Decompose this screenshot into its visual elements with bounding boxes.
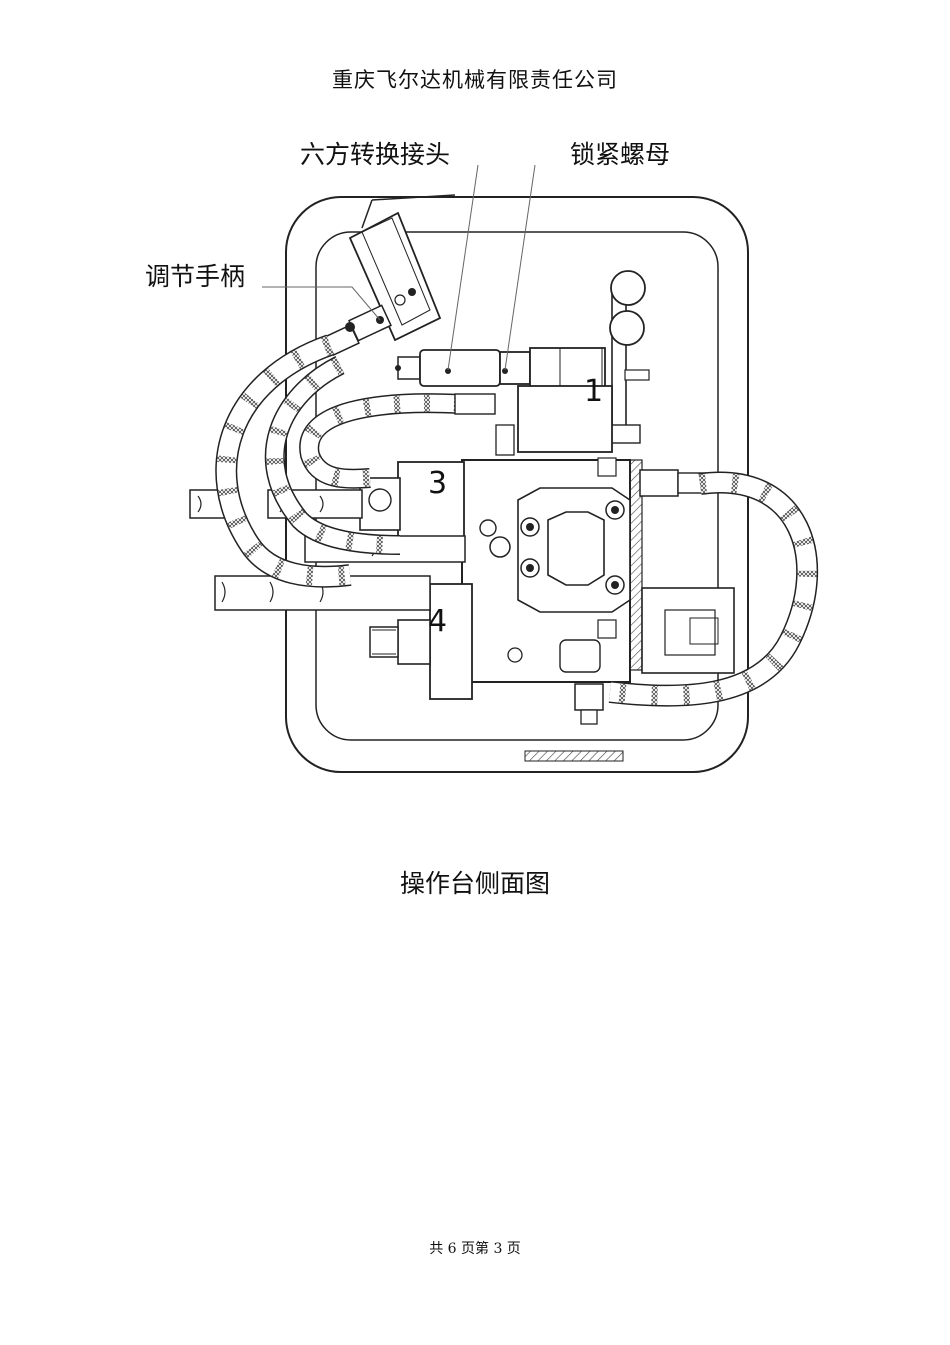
base-hatch	[524, 750, 624, 762]
part-number-4: 4	[428, 604, 448, 639]
drawing-svg	[189, 164, 819, 773]
company-header: 重庆飞尔达机械有限责任公司	[332, 68, 618, 92]
leader-adjust-handle	[262, 286, 381, 321]
label-adjust-handle: 调节手柄	[145, 262, 246, 291]
leader-lock-nut	[504, 164, 536, 371]
hoses	[215, 334, 819, 707]
page-footer: 共 6 页第 3 页	[429, 1241, 521, 1257]
figure-caption: 操作台侧面图	[399, 869, 550, 898]
pump-body	[517, 385, 613, 453]
hex-adapter-cylinder	[395, 347, 606, 397]
side-wall-hatch	[629, 459, 643, 671]
label-lock-nut: 锁紧螺母	[570, 140, 671, 169]
block-4	[369, 583, 473, 700]
adjust-handle-part	[324, 304, 392, 356]
leader-hex-adapter	[447, 164, 479, 371]
part-number-1: 1	[584, 374, 604, 409]
block-3	[359, 461, 511, 558]
console-side-view-drawing: 六方转换接头 锁紧螺母 调节手柄 1 3 4	[0, 120, 950, 800]
label-hex-adapter: 六方转换接头	[300, 140, 451, 169]
main-valve-block	[461, 457, 631, 683]
part-number-3: 3	[428, 466, 448, 501]
